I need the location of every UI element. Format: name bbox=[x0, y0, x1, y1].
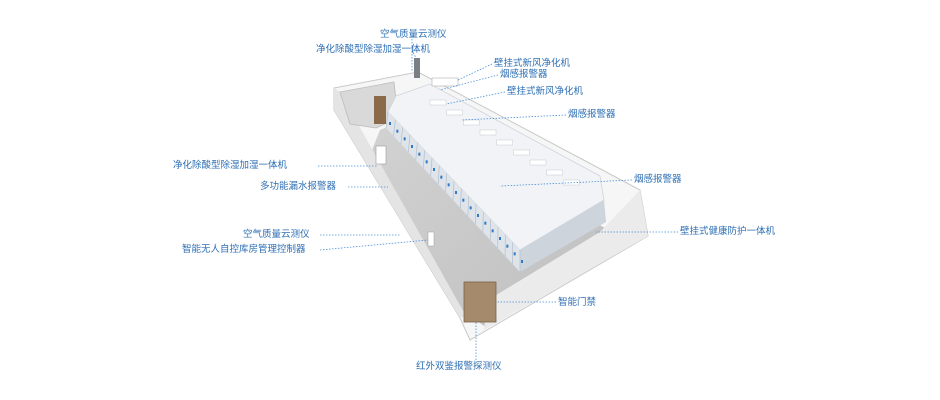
shelf-indicator bbox=[425, 160, 428, 164]
label-leak-alarm: 多功能漏水报警器 bbox=[260, 181, 337, 192]
shelf-divider bbox=[385, 111, 389, 129]
ceiling-unit bbox=[429, 99, 447, 106]
shelving-front bbox=[386, 112, 520, 272]
label-controller: 智能无人自控库房管理控制器 bbox=[182, 244, 306, 255]
label-fresh-air-1: 壁挂式新风净化机 bbox=[494, 58, 571, 69]
shelf-indicator bbox=[447, 183, 450, 187]
shelf-divider bbox=[437, 165, 440, 185]
shelf-divider bbox=[467, 196, 470, 217]
room-left-wall bbox=[334, 88, 466, 318]
shelf-indicator bbox=[499, 237, 501, 240]
dehumidifier-top-device bbox=[414, 58, 420, 78]
shelf-indicator bbox=[433, 168, 435, 171]
ceiling-unit bbox=[479, 129, 497, 136]
shelf-indicator bbox=[521, 260, 523, 263]
shelf-divider bbox=[407, 134, 411, 153]
shelving-right bbox=[520, 200, 606, 272]
label-infrared: 红外双鉴报警探测仪 bbox=[416, 361, 502, 372]
leader-line bbox=[411, 49, 417, 59]
shelf-indicator bbox=[513, 252, 516, 256]
shelf-divider bbox=[460, 188, 462, 209]
leader-line bbox=[499, 179, 633, 187]
fresh-air-device bbox=[431, 77, 459, 87]
label-smoke-2: 烟感报警器 bbox=[568, 109, 616, 120]
ceiling-unit bbox=[496, 139, 513, 146]
shelf-divider bbox=[452, 180, 455, 201]
shelf-indicator bbox=[477, 214, 479, 217]
shelf-indicator bbox=[484, 221, 487, 225]
ceiling-unit bbox=[513, 149, 530, 156]
label-air-quality-left: 空气质量云测仪 bbox=[243, 229, 310, 240]
shelf-divider bbox=[415, 142, 418, 161]
shelf-divider bbox=[400, 127, 404, 145]
label-door-access: 智能门禁 bbox=[558, 297, 597, 308]
shelf-indicator bbox=[396, 129, 399, 133]
shelf-columns bbox=[385, 111, 523, 272]
entry-door bbox=[374, 96, 386, 124]
ceiling-unit bbox=[529, 159, 547, 166]
shelf-divider bbox=[430, 157, 433, 177]
shelf-indicator bbox=[491, 229, 494, 233]
shelf-indicator bbox=[462, 198, 465, 202]
label-smoke-3: 烟感报警器 bbox=[634, 174, 682, 185]
shelf-indicator bbox=[455, 191, 457, 194]
leader-line bbox=[461, 114, 567, 121]
shelf-indicator bbox=[389, 122, 391, 125]
shelf-indicator bbox=[469, 206, 472, 210]
shelf-divider bbox=[474, 203, 477, 225]
shelf-divider bbox=[445, 173, 448, 193]
leader-lines bbox=[318, 36, 678, 360]
shelf-divider bbox=[482, 211, 484, 233]
shelf-indicator bbox=[411, 145, 413, 148]
shelf-indicator bbox=[440, 175, 443, 179]
ceiling-unit bbox=[463, 119, 480, 126]
leader-line bbox=[319, 239, 429, 251]
leader-line bbox=[457, 63, 493, 81]
room-right-wall bbox=[484, 190, 648, 330]
shelf-divider bbox=[422, 150, 426, 169]
label-smoke-1: 烟感报警器 bbox=[500, 69, 548, 80]
shelf-indicator bbox=[403, 137, 406, 141]
label-dehumidifier-top: 净化除酸型除湿加湿一体机 bbox=[316, 44, 431, 55]
label-fresh-air-2: 壁挂式新风净化机 bbox=[507, 86, 584, 97]
door-access-device bbox=[463, 281, 497, 323]
label-air-quality-top: 空气质量云测仪 bbox=[380, 29, 447, 40]
shelf-indicator bbox=[506, 244, 509, 248]
dehumidifier-device bbox=[375, 145, 387, 165]
ceiling-unit bbox=[446, 109, 463, 116]
shelf-indicator bbox=[418, 152, 421, 156]
label-health-unit: 壁挂式健康防护一体机 bbox=[680, 226, 776, 237]
shelf-divider bbox=[393, 119, 396, 137]
controller-device bbox=[427, 231, 435, 247]
label-dehumidifier-left: 净化除酸型除湿加湿一体机 bbox=[173, 160, 288, 171]
leader-line bbox=[445, 91, 506, 105]
ceiling-unit bbox=[546, 169, 563, 176]
leader-line bbox=[439, 74, 499, 91]
